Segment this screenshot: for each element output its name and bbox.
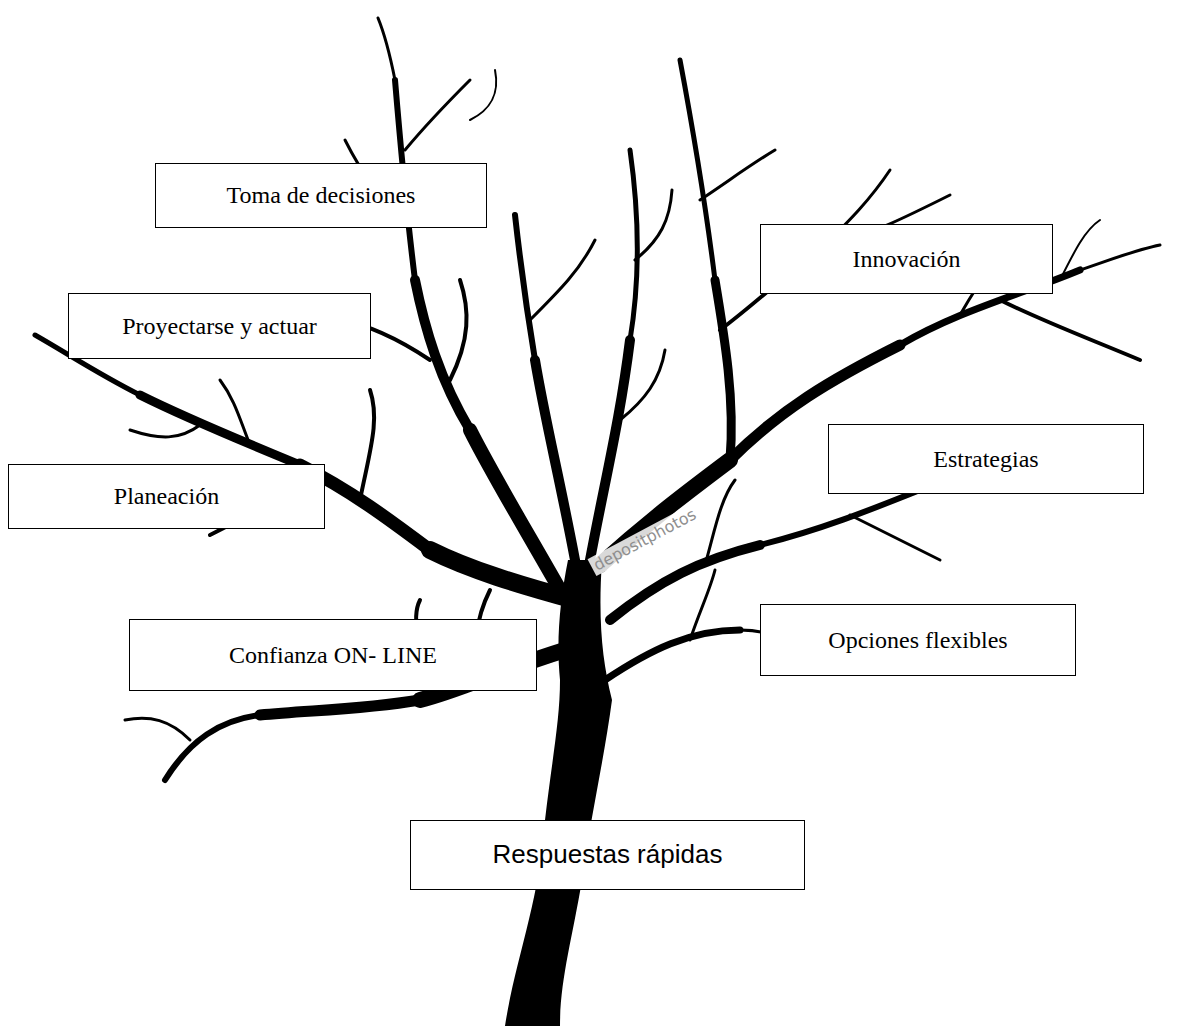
- box-text: Opciones flexibles: [828, 626, 1007, 655]
- label-box: Opciones flexibles: [760, 604, 1076, 676]
- label-box: Planeación: [8, 464, 325, 529]
- box-text: Estrategias: [933, 445, 1038, 474]
- label-box: Proyectarse y actuar: [68, 293, 371, 359]
- box-text: Proyectarse y actuar: [122, 312, 317, 341]
- box-text: Planeación: [114, 482, 219, 511]
- label-box: Confianza ON- LINE: [129, 619, 537, 691]
- box-text: Innovación: [853, 245, 961, 274]
- watermark: depositphotos: [588, 503, 702, 576]
- label-box: Estrategias: [828, 424, 1144, 494]
- label-box: Respuestas rápidas: [410, 820, 805, 890]
- box-text: Toma de decisiones: [227, 181, 416, 210]
- label-box: Innovación: [760, 224, 1053, 294]
- box-text: Confianza ON- LINE: [229, 641, 437, 670]
- box-text: Respuestas rápidas: [493, 839, 723, 870]
- label-box: Toma de decisiones: [155, 163, 487, 228]
